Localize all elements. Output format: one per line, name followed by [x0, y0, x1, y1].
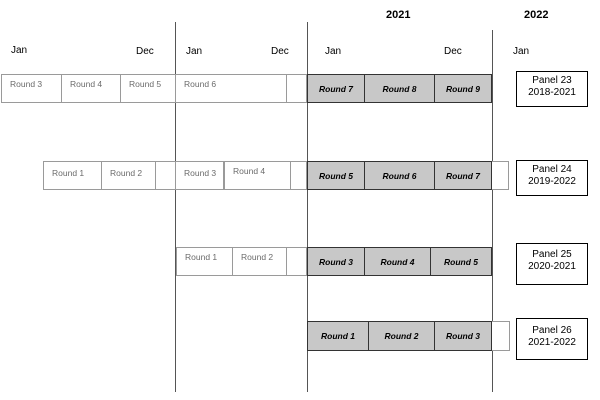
panel-25-round-box-current: Round 5 — [430, 247, 492, 276]
panel-23-round-box-current: Round 7 — [307, 74, 365, 103]
panel-23-round-box: Round 4 — [62, 74, 121, 103]
panel-24-round-box-current: Round 6 — [364, 161, 435, 190]
panel-26-years: 2021-2022 — [528, 337, 576, 348]
month-label-jan: Jan — [325, 46, 342, 57]
panel-23-years: 2018-2021 — [528, 87, 576, 98]
panel-23-round-box: Round 5 — [121, 74, 176, 103]
month-label-jan: Jan — [513, 46, 530, 57]
year-boundary-line — [175, 22, 176, 392]
panel-25-round-box-current: Round 3 — [307, 247, 365, 276]
month-label-dec: Dec — [136, 46, 154, 57]
year-boundary-line — [307, 22, 308, 392]
panel-24-round-box: Round 2 — [102, 161, 156, 190]
panel-23-label-box: Panel 23 2018-2021 — [516, 71, 588, 107]
panel-24-round-box: Round 3 — [176, 161, 224, 190]
panel-25-round-box: Round 1 — [176, 247, 233, 276]
month-label-jan: Jan — [186, 46, 203, 57]
month-label-dec: Dec — [444, 46, 462, 57]
year-boundary-line — [492, 30, 493, 392]
panel-25-round-box: Round 2 — [233, 247, 287, 276]
month-label-dec: Dec — [271, 46, 289, 57]
panel-24-round-box: Round 1 — [43, 161, 102, 190]
panel-23-round-box-current: Round 9 — [434, 74, 492, 103]
panel-25-name: Panel 25 — [532, 249, 572, 260]
panel-26-round-box — [492, 321, 510, 351]
panel-23-round-box — [287, 74, 307, 103]
panel-23-round-box-current: Round 8 — [364, 74, 435, 103]
panel-23-round-box: Round 3 — [1, 74, 62, 103]
panel-24-round-box — [492, 161, 509, 190]
panel-26-round-box-current: Round 1 — [307, 321, 369, 351]
month-label-jan: Jan — [11, 45, 28, 56]
year-label-2022: 2022 — [524, 9, 549, 21]
panel-24-label-box: Panel 24 2019-2022 — [516, 160, 588, 196]
panel-25-round-box — [287, 247, 307, 276]
panel-26-label-box: Panel 26 2021-2022 — [516, 318, 588, 360]
panel-24-round-box — [156, 161, 176, 190]
panel-24-name: Panel 24 — [532, 164, 572, 175]
panel-24-years: 2019-2022 — [528, 176, 576, 187]
panel-24-round-box-current: Round 5 — [307, 161, 365, 190]
panel-26-round-box-current: Round 2 — [368, 321, 435, 351]
panel-23-name: Panel 23 — [532, 75, 572, 86]
panel-26-name: Panel 26 — [532, 325, 572, 336]
panel-24-round-box: Round 4 — [224, 161, 291, 190]
panel-25-round-box-current: Round 4 — [364, 247, 431, 276]
panel-26-round-box-current: Round 3 — [434, 321, 492, 351]
panel-24-round-box — [291, 161, 307, 190]
year-label-2021: 2021 — [386, 9, 411, 21]
panel-24-round-box-current: Round 7 — [434, 161, 492, 190]
panel-23-round-box: Round 6 — [176, 74, 287, 103]
panel-25-label-box: Panel 25 2020-2021 — [516, 243, 588, 285]
panel-25-years: 2020-2021 — [528, 261, 576, 272]
